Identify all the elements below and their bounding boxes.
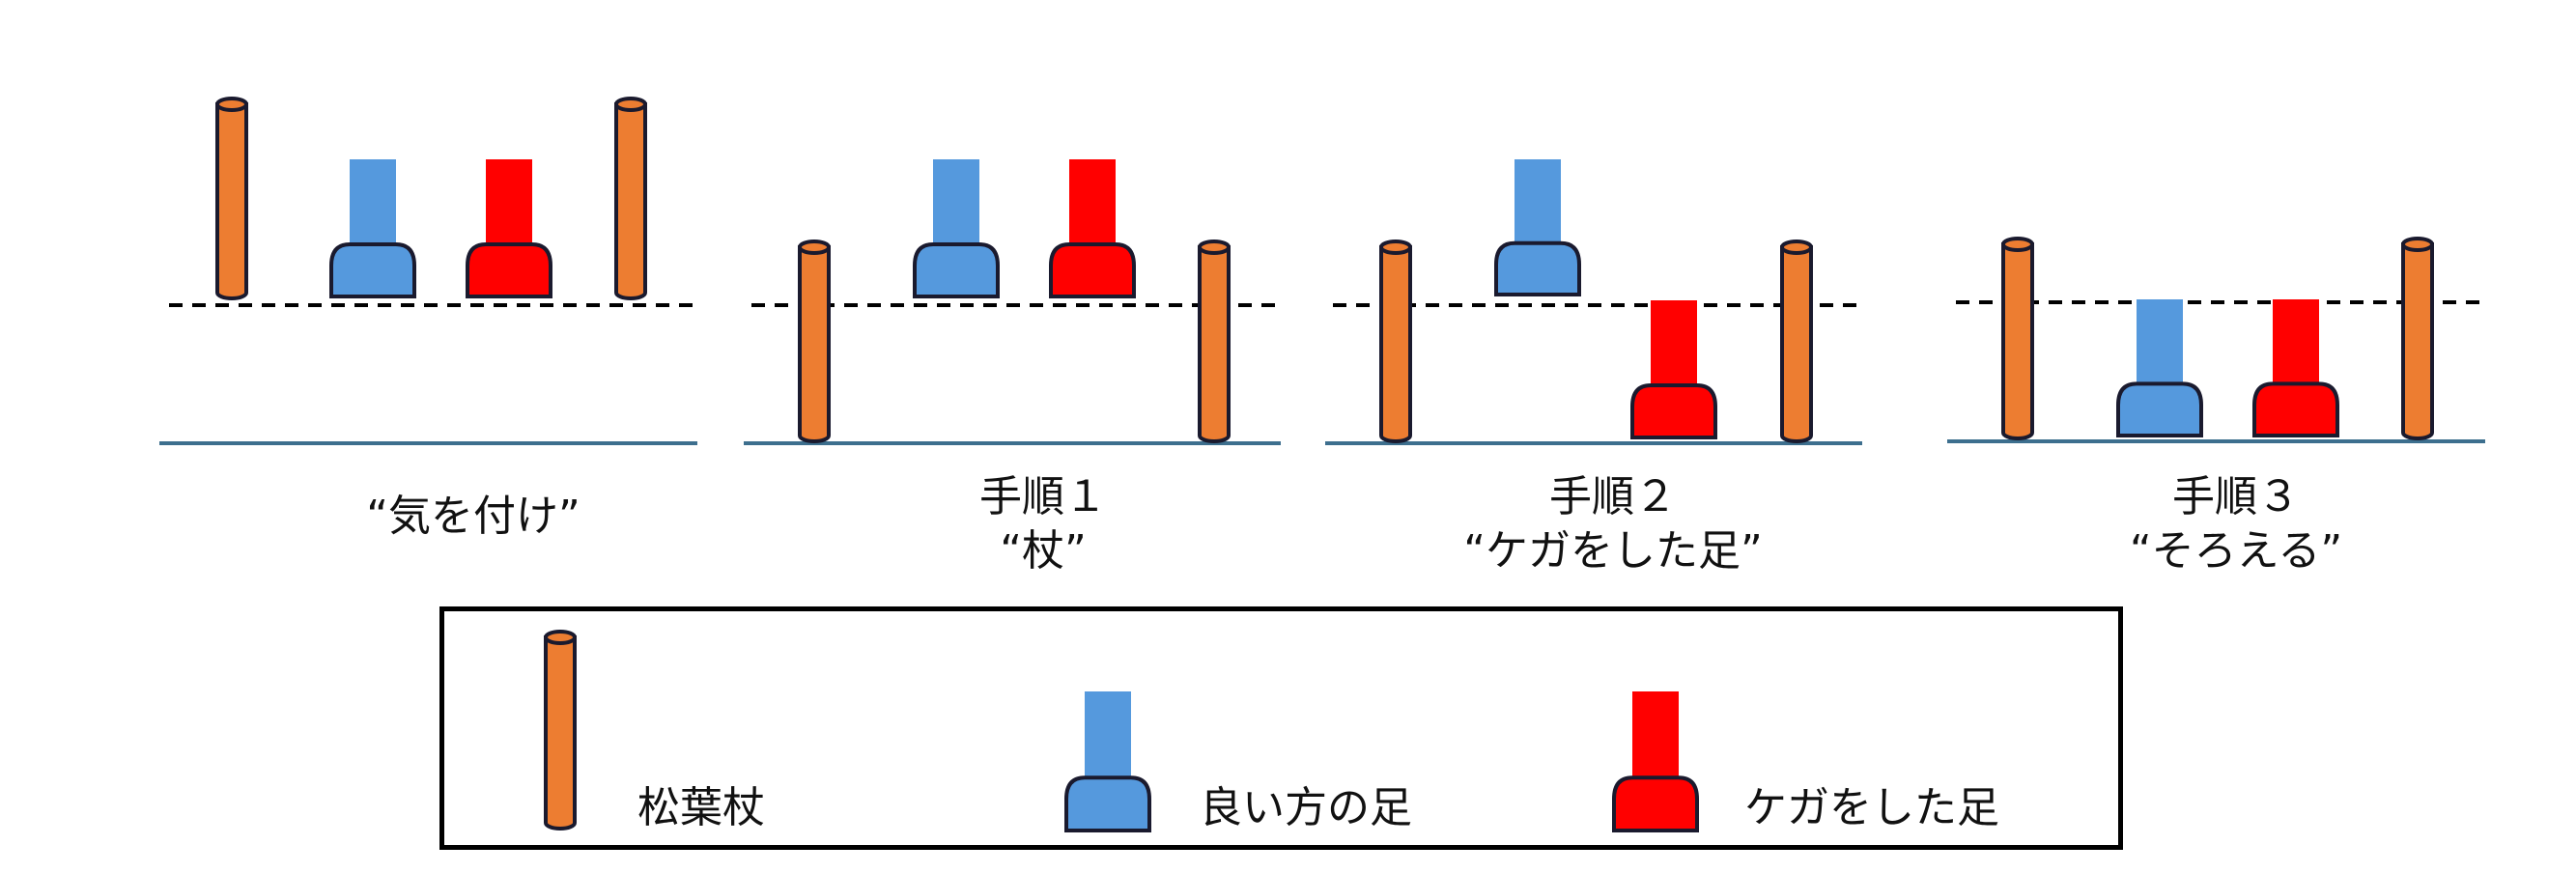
legend-label-crutch: 松葉杖 (637, 783, 765, 832)
injured-foot-4 (2252, 299, 2339, 437)
step-caption-4: 手順３ “そろえる” (2130, 470, 2342, 578)
crutch-4-right (2401, 237, 2434, 440)
good-foot-3 (1494, 159, 1581, 296)
step-title-4: 手順３ (2172, 472, 2300, 521)
step-subtitle-3: “ケガをした足” (1463, 526, 1763, 576)
step-caption-3: 手順２ “ケガをした足” (1463, 470, 1763, 578)
step-title-2: 手順１ (979, 472, 1107, 521)
step-title-3: 手順２ (1549, 472, 1677, 521)
step-subtitle-4: “そろえる” (2129, 526, 2343, 576)
injured-foot-2 (1049, 159, 1136, 298)
injured-foot-1 (466, 159, 552, 298)
legend-label-injured-foot: ケガをした足 (1744, 783, 1999, 832)
legend-injured-foot-icon (1612, 691, 1699, 832)
crutch-3-left (1379, 239, 1412, 443)
step-subtitle-2: “杖” (1000, 526, 1087, 576)
step-caption-1: “気を付け” (366, 490, 580, 544)
crutch-2-left (798, 239, 831, 443)
legend-label-good-foot: 良い方の足 (1200, 783, 1412, 832)
legend-box (439, 606, 2123, 850)
crutch-2-right (1198, 239, 1231, 443)
legend-crutch-icon (544, 630, 577, 831)
crutch-3-right (1780, 239, 1813, 443)
step-caption-2: 手順１ “杖” (979, 470, 1107, 578)
injured-foot-3 (1630, 300, 1717, 439)
good-foot-1 (329, 159, 416, 298)
good-foot-2 (913, 159, 1000, 298)
crutch-1-left (215, 97, 248, 300)
crutch-4-left (2001, 237, 2034, 440)
step-subtitle-1: “気を付け” (366, 492, 580, 541)
crutch-1-right (614, 97, 647, 300)
legend-good-foot-icon (1064, 691, 1151, 832)
good-foot-4 (2116, 299, 2203, 437)
